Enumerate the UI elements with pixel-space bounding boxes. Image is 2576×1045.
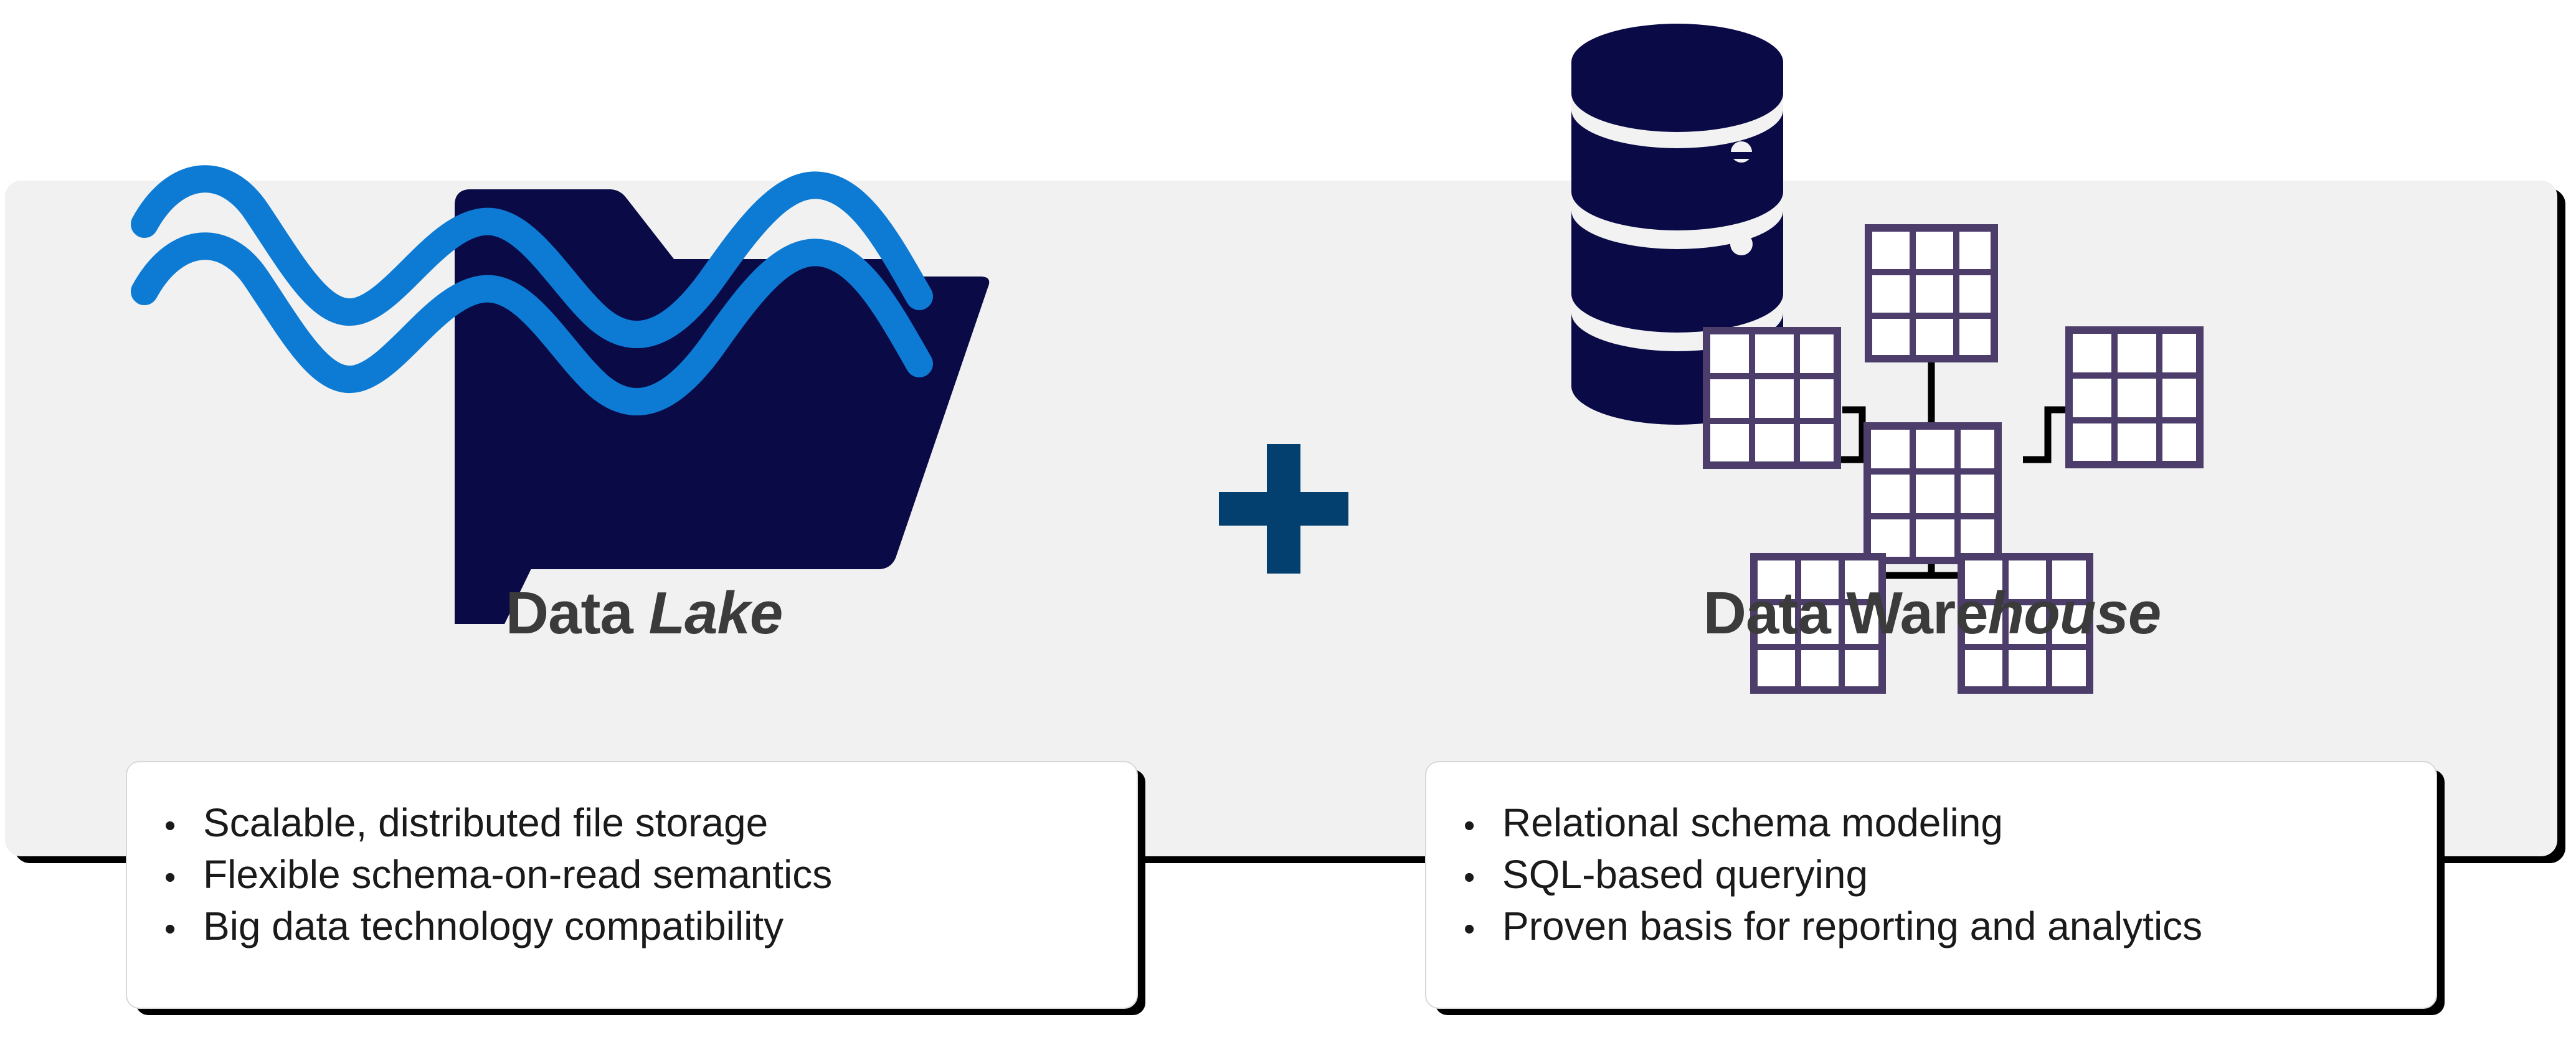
data-warehouse-bullet-list: • Relational schema modeling • SQL-based… <box>1426 762 2436 953</box>
water-waves-icon <box>131 165 933 415</box>
list-item: • Scalable, distributed file storage <box>164 797 1112 849</box>
data-warehouse-icon-area <box>1288 24 2576 694</box>
data-warehouse-title: Data Warehouse <box>1288 579 2576 648</box>
data-lake-folder-waves-icon <box>131 165 990 624</box>
data-lake-section: Data Lake <box>0 25 1288 648</box>
data-warehouse-database-schema-icon <box>1571 24 2204 600</box>
db-light-bottom-icon <box>1730 233 1753 255</box>
data-lake-bullets-card: • Scalable, distributed file storage • F… <box>126 761 1138 1009</box>
schema-table-right <box>2065 326 2204 468</box>
data-lake-title: Data Lake <box>0 579 1288 648</box>
plus-vertical-bar <box>1267 444 1300 574</box>
list-item: • Flexible schema-on-read semantics <box>164 849 1112 901</box>
data-lake-title-italic: Lake <box>648 580 783 646</box>
bullet-glyph: • <box>164 911 176 948</box>
list-item-label: Big data technology compatibility <box>203 904 784 949</box>
bullet-glyph: • <box>1464 808 1475 844</box>
schema-table-bottom-left <box>1750 553 1886 694</box>
plus-icon <box>1219 444 1348 574</box>
data-lake-bullet-list: • Scalable, distributed file storage • F… <box>127 762 1137 953</box>
schema-bottom-tables <box>1750 553 2093 694</box>
data-lake-title-regular: Data <box>505 580 649 646</box>
list-item-label: SQL-based querying <box>1502 852 1868 897</box>
list-item: • Big data technology compatibility <box>164 901 1112 952</box>
list-item: • Relational schema modeling <box>1464 797 2411 849</box>
schema-table-left <box>1703 327 1841 469</box>
bullet-glyph: • <box>1464 859 1475 896</box>
list-item: • Proven basis for reporting and analyti… <box>1464 901 2411 952</box>
data-lake-icon-area <box>0 25 1288 624</box>
data-warehouse-section: Data Warehouse <box>1288 0 2576 1045</box>
schema-table-top <box>1865 224 1998 362</box>
bullet-glyph: • <box>1464 911 1475 948</box>
list-item: • SQL-based querying <box>1464 849 2411 901</box>
schema-table-bottom-right <box>1958 553 2093 694</box>
list-item-label: Relational schema modeling <box>1502 800 2003 845</box>
data-warehouse-title-italic: house <box>1987 580 2162 646</box>
list-item-label: Flexible schema-on-read semantics <box>203 852 833 897</box>
schema-table-center <box>1863 422 2002 564</box>
data-warehouse-bullets-card: • Relational schema modeling • SQL-based… <box>1425 761 2437 1009</box>
list-item-label: Scalable, distributed file storage <box>203 800 769 845</box>
list-item-label: Proven basis for reporting and analytics <box>1502 904 2203 949</box>
bullet-glyph: • <box>164 808 176 844</box>
bullet-glyph: • <box>164 859 176 896</box>
data-warehouse-title-regular: Data Ware <box>1703 580 1989 646</box>
